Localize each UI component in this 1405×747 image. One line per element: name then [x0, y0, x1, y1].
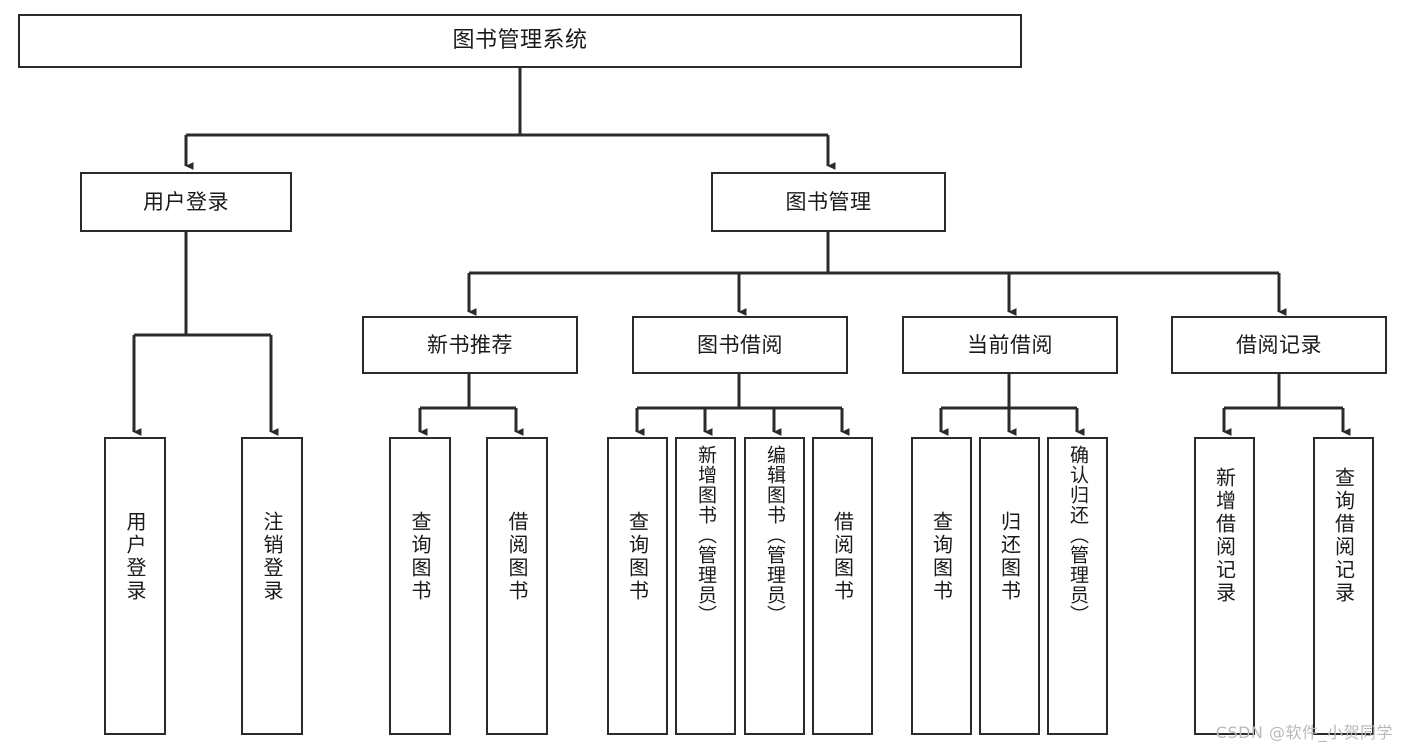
node-user-login-label: 用户登录 [143, 189, 229, 214]
node-leaf-user-login-login-label: 用户登录 [123, 511, 147, 603]
node-leaf-current-borrow-return-label: 归还图书 [997, 511, 1022, 603]
node-leaf-new-book-borrow-label: 借阅图书 [505, 511, 529, 603]
node-leaf-new-book-query[interactable]: 查询图书 [389, 437, 451, 735]
node-root-system-label: 图书管理系统 [452, 28, 588, 54]
node-book-borrow-label: 图书借阅 [697, 332, 783, 357]
node-leaf-book-borrow-borrow-label: 借阅图书 [830, 511, 855, 603]
node-leaf-current-borrow-confirm-label: 确认归还（管理员） [1067, 445, 1089, 625]
node-leaf-book-borrow-borrow[interactable]: 借阅图书 [812, 437, 873, 735]
node-borrow-record-label: 借阅记录 [1236, 332, 1322, 357]
node-leaf-current-borrow-query-label: 查询图书 [929, 511, 954, 603]
node-leaf-book-borrow-edit-label: 编辑图书（管理员） [764, 445, 786, 625]
node-root-system[interactable]: 图书管理系统 [18, 14, 1022, 68]
node-leaf-current-borrow-confirm[interactable]: 确认归还（管理员） [1047, 437, 1108, 735]
node-leaf-new-book-borrow[interactable]: 借阅图书 [486, 437, 548, 735]
node-book-borrow[interactable]: 图书借阅 [632, 316, 848, 374]
node-leaf-book-borrow-add-label: 新增图书（管理员） [695, 445, 717, 625]
node-leaf-borrow-record-query-label: 查询借阅记录 [1331, 467, 1356, 605]
node-current-borrow[interactable]: 当前借阅 [902, 316, 1118, 374]
node-leaf-user-login-login[interactable]: 用户登录 [104, 437, 166, 735]
node-leaf-new-book-query-label: 查询图书 [408, 511, 432, 603]
node-leaf-current-borrow-query[interactable]: 查询图书 [911, 437, 972, 735]
node-user-login[interactable]: 用户登录 [80, 172, 292, 232]
node-leaf-user-login-logout-label: 注销登录 [260, 511, 284, 603]
node-book-management[interactable]: 图书管理 [711, 172, 946, 232]
node-leaf-borrow-record-query[interactable]: 查询借阅记录 [1313, 437, 1374, 735]
node-new-book-recommend-label: 新书推荐 [427, 332, 513, 357]
node-leaf-book-borrow-edit[interactable]: 编辑图书（管理员） [744, 437, 805, 735]
node-leaf-book-borrow-query-label: 查询图书 [625, 511, 650, 603]
node-leaf-borrow-record-add-label: 新增借阅记录 [1212, 467, 1237, 605]
csdn-watermark: CSDN @软件_小贺同学 [1215, 723, 1393, 742]
node-current-borrow-label: 当前借阅 [967, 332, 1053, 357]
node-book-management-label: 图书管理 [785, 189, 872, 214]
node-leaf-book-borrow-query[interactable]: 查询图书 [607, 437, 668, 735]
node-leaf-user-login-logout[interactable]: 注销登录 [241, 437, 303, 735]
node-new-book-recommend[interactable]: 新书推荐 [362, 316, 578, 374]
node-leaf-borrow-record-add[interactable]: 新增借阅记录 [1194, 437, 1255, 735]
node-leaf-book-borrow-add[interactable]: 新增图书（管理员） [675, 437, 736, 735]
node-borrow-record[interactable]: 借阅记录 [1171, 316, 1387, 374]
node-leaf-current-borrow-return[interactable]: 归还图书 [979, 437, 1040, 735]
